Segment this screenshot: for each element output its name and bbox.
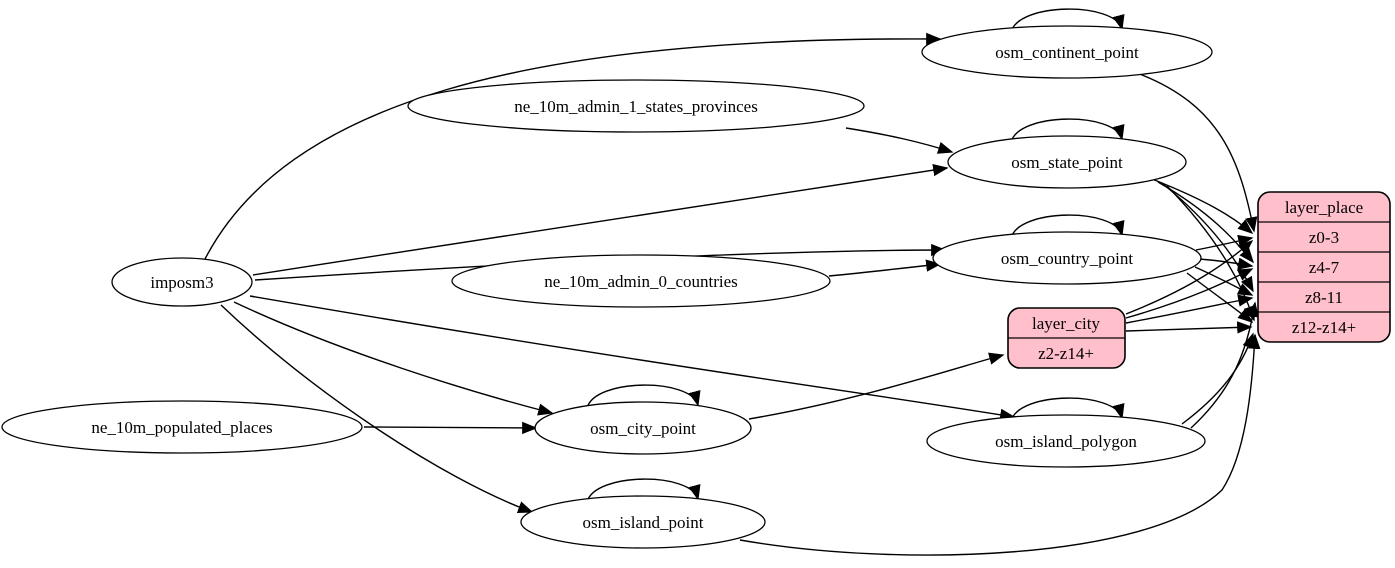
record-layer-place-title: layer_place bbox=[1285, 198, 1363, 217]
edge-city-layer-city-z2-z14 bbox=[748, 352, 1005, 420]
node-osm-island-polygon: osm_island_polygon bbox=[926, 414, 1206, 468]
node-state-shape bbox=[947, 135, 1187, 189]
record-layer-place-row-z0-3: z0-3 bbox=[1309, 228, 1339, 247]
node-ne0-shape bbox=[451, 254, 831, 308]
node-island-point-shape bbox=[520, 495, 766, 549]
self-loop-osm-island-point bbox=[586, 478, 701, 503]
edge-imposm3-osm-city-point bbox=[233, 301, 554, 416]
edge-state-layer-place-z0-3 bbox=[1151, 178, 1254, 234]
edge-country-layer-place-z0-3 bbox=[1195, 234, 1254, 251]
node-osm-island-point: osm_island_point bbox=[520, 495, 766, 549]
node-island-polygon-label: osm_island_polygon bbox=[995, 432, 1137, 451]
record-layer-place-row-z4-7: z4-7 bbox=[1309, 258, 1340, 277]
node-imposm3-shape bbox=[111, 257, 253, 307]
node-nepp-shape bbox=[1, 400, 363, 454]
edge-ne0-osm-country-point bbox=[828, 259, 942, 277]
node-city-label: osm_city_point bbox=[590, 419, 696, 438]
node-ne-10m-admin-0-countries: ne_10m_admin_0_countries bbox=[451, 254, 831, 308]
node-continent-shape bbox=[921, 25, 1213, 79]
node-osm-state-point: osm_state_point bbox=[947, 135, 1187, 189]
node-island-polygon-shape bbox=[926, 414, 1206, 468]
edge-country-layer-place-z4-7 bbox=[1198, 257, 1254, 270]
self-loop-osm-city-point bbox=[586, 384, 701, 409]
record-layer-city-title: layer_city bbox=[1032, 314, 1100, 333]
edge-layer-city-layer-place-z0-3 bbox=[1125, 239, 1254, 315]
node-imposm3: imposm3 bbox=[111, 257, 253, 307]
node-osm-country-point: osm_country_point bbox=[932, 231, 1202, 285]
self-loop-osm-country-point bbox=[1010, 214, 1125, 239]
node-city-shape bbox=[534, 401, 752, 455]
edge-nepp-osm-city-point bbox=[363, 421, 538, 435]
node-state-label: osm_state_point bbox=[1011, 153, 1123, 172]
edge-island-point-layer-place-z12-z14 bbox=[739, 333, 1261, 556]
node-ne1-shape bbox=[407, 79, 865, 133]
record-layer-place-shape bbox=[1257, 191, 1391, 343]
edge-continent-layer-place-z0-3 bbox=[1136, 72, 1258, 233]
node-imposm3-label: imposm3 bbox=[150, 273, 213, 292]
record-layer-city: layer_city z2-z14+ bbox=[1007, 307, 1126, 369]
self-loop-osm-continent-point bbox=[1010, 8, 1125, 33]
edge-imposm3-osm-island-polygon bbox=[249, 295, 1016, 421]
self-loop-osm-state-point bbox=[1010, 118, 1125, 143]
edge-imposm3-osm-state-point bbox=[252, 163, 949, 276]
edge-layer-city-layer-place-z12-z14 bbox=[1125, 321, 1253, 334]
edge-ne1-osm-state-point bbox=[845, 127, 954, 154]
edge-country-layer-place-z8-11 bbox=[1194, 266, 1254, 296]
node-osm-city-point: osm_city_point bbox=[534, 401, 752, 455]
node-continent-label: osm_continent_point bbox=[995, 43, 1139, 62]
edge-layer-city-layer-place-z8-11 bbox=[1125, 294, 1254, 324]
node-ne-10m-populated-places: ne_10m_populated_places bbox=[1, 400, 363, 454]
node-country-label: osm_country_point bbox=[1001, 249, 1133, 268]
record-layer-place-row-z12-z14: z12-z14+ bbox=[1292, 318, 1356, 337]
node-country-shape bbox=[932, 231, 1202, 285]
edge-island-polygon-layer-place-z12-z14 bbox=[1181, 332, 1255, 425]
edge-layer-city-layer-place-z4-7 bbox=[1125, 268, 1254, 319]
edge-state-layer-place-z8-11 bbox=[1162, 183, 1254, 293]
node-nepp-label: ne_10m_populated_places bbox=[91, 418, 272, 437]
self-loop-osm-island-polygon bbox=[1010, 397, 1125, 422]
node-island-point-label: osm_island_point bbox=[583, 513, 704, 532]
edge-imposm3-osm-continent-point bbox=[204, 32, 942, 260]
record-layer-place-row-z8-11: z8-11 bbox=[1305, 288, 1343, 307]
node-ne0-label: ne_10m_admin_0_countries bbox=[544, 272, 738, 291]
edges-layer bbox=[204, 8, 1261, 556]
node-ne1-label: ne_10m_admin_1_states_provinces bbox=[514, 97, 758, 116]
node-ne-10m-admin-1-states-provinces: ne_10m_admin_1_states_provinces bbox=[407, 79, 865, 133]
record-layer-city-row-z2-z14: z2-z14+ bbox=[1038, 344, 1094, 363]
record-layer-place: layer_place z0-3 z4-7 z8-11 z12-z14+ bbox=[1257, 191, 1391, 343]
node-osm-continent-point: osm_continent_point bbox=[921, 25, 1213, 79]
